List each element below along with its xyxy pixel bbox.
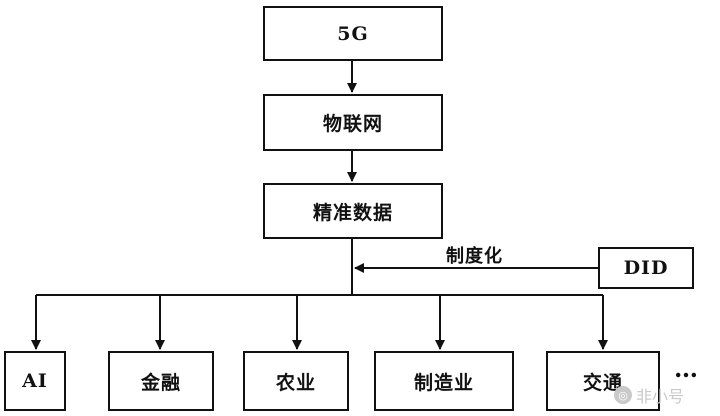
app-agriculture: 农业 xyxy=(243,351,349,411)
watermark: ◎ 非小号 xyxy=(614,383,684,407)
ellipsis: … xyxy=(674,354,700,383)
node-precise-data: 精准数据 xyxy=(263,183,443,239)
watermark-text: 非小号 xyxy=(636,387,685,406)
watermark-logo-icon: ◎ xyxy=(614,386,632,404)
app-ai: AI xyxy=(4,351,66,411)
node-iot: 物联网 xyxy=(263,94,443,151)
node-did: DID xyxy=(598,247,694,289)
edge-label-institutionalization: 制度化 xyxy=(446,246,503,267)
app-finance: 金融 xyxy=(108,351,214,411)
node-5g: 5G xyxy=(263,6,443,61)
app-manufacturing: 制造业 xyxy=(374,351,514,411)
app-transport: 交通 xyxy=(546,351,660,411)
